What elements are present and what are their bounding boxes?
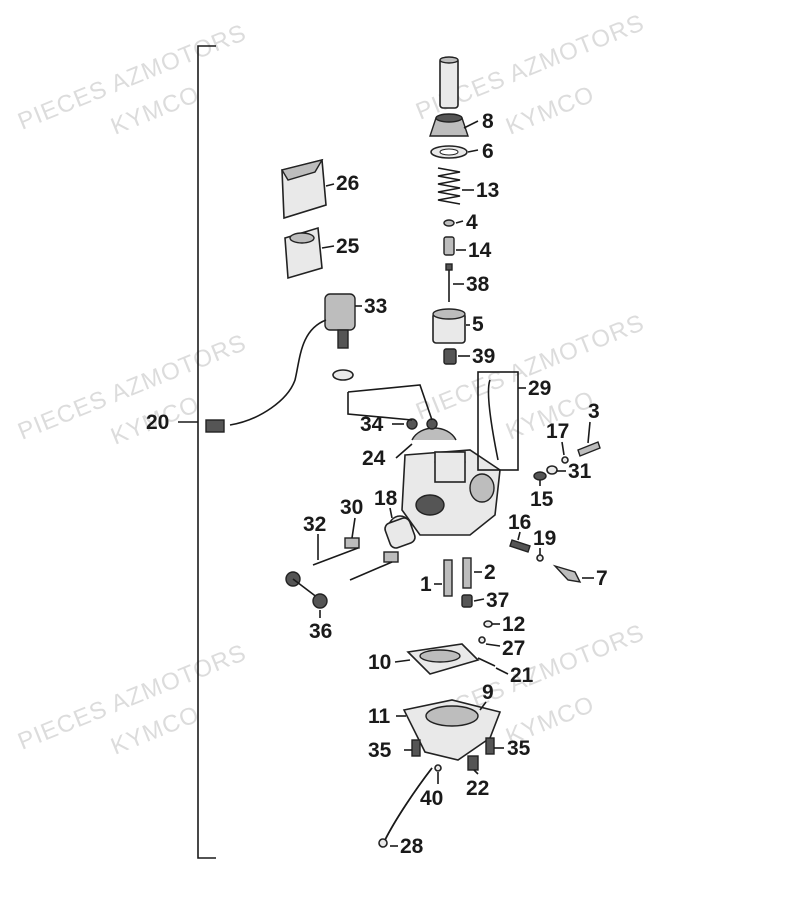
label-17: 17 [546, 420, 569, 443]
label-7: 7 [596, 567, 608, 590]
label-8: 8 [482, 110, 494, 133]
part-14-needle-holder [443, 236, 455, 256]
part-40-clip [434, 764, 442, 772]
label-38: 38 [466, 273, 490, 296]
part-3-screw [577, 441, 601, 457]
part-9-float-bowl [402, 699, 502, 761]
leader-lines [317, 120, 594, 847]
label-33: 33 [364, 295, 387, 318]
label-24: 24 [362, 447, 386, 470]
part-8-cap [429, 113, 469, 137]
label-28: 28 [400, 835, 424, 858]
part-39-jet [443, 348, 457, 365]
part-labels: 8 6 13 4 14 38 5 39 26 25 33 20 34 24 29… [146, 110, 608, 858]
label-35-left: 35 [368, 739, 392, 762]
label-4: 4 [466, 211, 478, 234]
label-13: 13 [476, 179, 499, 202]
part-7-screw [552, 564, 582, 583]
label-15: 15 [530, 488, 554, 511]
label-16: 16 [508, 511, 531, 534]
label-31: 31 [568, 460, 592, 483]
label-27: 27 [502, 637, 525, 660]
part-17-spring [561, 456, 569, 464]
label-18: 18 [374, 487, 398, 510]
part-19-washer [536, 554, 544, 562]
label-22: 22 [466, 777, 489, 800]
part-34-screws [347, 384, 438, 430]
label-11: 11 [368, 705, 391, 728]
part-12-pin [483, 620, 493, 628]
part-15-screw [533, 471, 547, 481]
label-14: 14 [468, 239, 492, 262]
part-6-washer [430, 145, 468, 159]
label-29: 29 [528, 377, 551, 400]
part-36-nut [285, 571, 328, 609]
part-28-hose [378, 767, 433, 848]
part-4-clip [443, 219, 455, 227]
label-9: 9 [482, 681, 494, 704]
label-3: 3 [588, 400, 600, 423]
assembly-bracket [178, 45, 216, 859]
part-29-tube [477, 371, 519, 471]
part-5-slide [432, 308, 466, 344]
label-40: 40 [420, 787, 443, 810]
label-20: 20 [146, 411, 169, 434]
label-12: 12 [502, 613, 525, 636]
part-26-cover [280, 158, 327, 220]
part-35-screws [411, 737, 495, 757]
part-16-screw [509, 539, 531, 553]
part-27-spring [478, 636, 486, 644]
label-32: 32 [303, 513, 326, 536]
label-19: 19 [533, 527, 556, 550]
part-37-jet [461, 594, 473, 608]
part-24-clamp [411, 427, 457, 441]
label-10: 10 [368, 651, 391, 674]
label-39: 39 [472, 345, 495, 368]
part-10-float [406, 643, 480, 675]
label-6: 6 [482, 140, 494, 163]
part-32-studs [312, 547, 393, 581]
watermark-text: KYMCO [502, 81, 598, 141]
part-33-auto-choke [205, 293, 356, 433]
part-1-jet [443, 559, 453, 597]
part-31-oring [546, 465, 558, 475]
part-21-arm [477, 657, 496, 667]
label-25: 25 [336, 235, 360, 258]
label-26: 26 [336, 172, 359, 195]
part-13-spring [437, 167, 461, 205]
part-38-needle [445, 263, 453, 302]
label-34: 34 [360, 413, 384, 436]
label-1: 1 [420, 573, 432, 596]
part-2-jet [462, 557, 472, 589]
label-37: 37 [486, 589, 509, 612]
watermarks: PIECES AZMOTORS KYMCO PIECES AZMOTORS KY… [14, 9, 648, 760]
label-21: 21 [510, 664, 534, 687]
label-30: 30 [340, 496, 363, 519]
label-2: 2 [484, 561, 496, 584]
part-cable-adjuster [439, 56, 459, 109]
label-35-right: 35 [507, 737, 531, 760]
part-25-cover [284, 226, 323, 280]
label-5: 5 [472, 313, 484, 336]
label-36: 36 [309, 620, 332, 643]
part-18-gasket [384, 517, 416, 549]
part-22-drain [467, 755, 479, 771]
